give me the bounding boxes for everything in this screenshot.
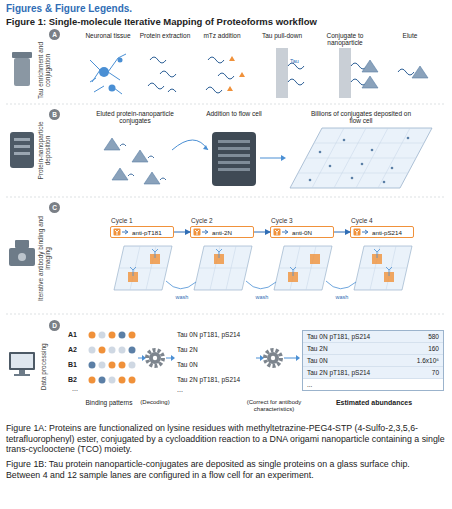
- caption-paragraph: Figure 1B: Tau protein nanoparticle-conj…: [6, 459, 446, 480]
- antibody-name: anti-2N: [212, 229, 232, 236]
- antibody-cycle-box: Cycle 3anti-0N: [270, 226, 334, 238]
- text-label: Addition to flow cell: [196, 110, 272, 117]
- table-value: 160: [413, 343, 443, 355]
- cycle-heading: Cycle 4: [351, 217, 373, 224]
- table-cell: Tau 2N pT181, pS214: [303, 367, 413, 379]
- abundance-table: Tau 0N pT181, pS214580Tau 2N160Tau 0N1.6…: [302, 330, 444, 391]
- panel-letter-circle: A: [49, 29, 60, 40]
- text-label: Estimated abundances: [318, 399, 430, 407]
- antibody-icon: [273, 228, 290, 236]
- text-label: Elute: [382, 32, 438, 39]
- text-label: ...: [72, 385, 86, 393]
- cycle-heading: Cycle 3: [271, 217, 293, 224]
- text-label: Protein extraction: [137, 32, 193, 39]
- cycle-heading: Cycle 1: [111, 217, 133, 224]
- panel-letter-circle: D: [49, 320, 60, 331]
- table-cell: Tau 2N: [303, 343, 413, 355]
- antibody-icon: [193, 228, 210, 236]
- antibody-name: anti-pT181: [132, 229, 162, 236]
- panel-letter: D: [52, 322, 57, 329]
- table-value: 70: [413, 367, 443, 379]
- panel-side-label: Protein-nanoparticle deposition: [37, 110, 52, 190]
- text-label: A2: [68, 346, 86, 354]
- antibody-cycle-box: Cycle 1anti-pT181: [110, 226, 174, 238]
- text-label: (Correct for antibody characteristics): [244, 399, 304, 413]
- antibody-name: anti-0N: [292, 229, 312, 236]
- text-label: Neuronal tissue: [80, 32, 136, 39]
- text-label: Tau: [290, 58, 310, 64]
- text-label: Tau 0N pT181, pS214: [177, 331, 257, 338]
- panel-side-label: Data processing: [40, 331, 47, 401]
- text-label: Conjugate to nanoparticle: [317, 32, 373, 47]
- cycle-heading: Cycle 2: [191, 217, 213, 224]
- table-cell: ...: [303, 379, 443, 390]
- antibody-cycle-box: Cycle 2anti-2N: [190, 226, 254, 238]
- antibody-name: anti-pS214: [372, 229, 402, 236]
- panel-side-label: Iterative antibody binding and imaging: [37, 212, 52, 304]
- cycle-arrow: [254, 232, 270, 233]
- text-label: A1: [68, 331, 86, 339]
- text-label: Figures & Figure Legends.: [6, 3, 306, 15]
- text-label: Tau 2N: [177, 346, 257, 353]
- text-label: wash: [250, 294, 274, 300]
- text-label: wash: [330, 294, 354, 300]
- antibody-cycle-box: Cycle 4anti-pS214: [350, 226, 414, 238]
- text-label: Tau 2N pT181, pS214: [177, 376, 257, 383]
- text-label: Tau pull-down: [254, 32, 310, 39]
- text-label: Eluted protein-nanoparticle conjugates: [90, 110, 180, 125]
- text-label: B1: [68, 361, 86, 369]
- text-label: B2: [68, 376, 86, 384]
- text-label: ...: [177, 386, 207, 394]
- text-label: Tau 0N: [177, 361, 257, 368]
- panel-letter: A: [52, 31, 57, 38]
- panel-letter-circle: C: [49, 202, 60, 213]
- figure-title: Figure 1: Single-molecule Iterative Mapp…: [6, 16, 446, 27]
- text-label: Billions of conjugates deposited on flow…: [306, 110, 416, 125]
- antibody-icon: [113, 228, 130, 236]
- text-label: Binding patterns: [74, 399, 144, 406]
- antibody-icon: [353, 228, 370, 236]
- panel-letter: C: [52, 204, 57, 211]
- table-value: 580: [413, 331, 443, 343]
- table-cell: Tau 0N pT181, pS214: [303, 331, 413, 343]
- text-label: wash: [170, 294, 194, 300]
- panel-side-label: Tau enrichment and conjugation: [37, 32, 52, 108]
- panel-letter: B: [52, 111, 57, 118]
- text-label: (Decoding): [130, 399, 180, 406]
- cycle-arrow: [174, 232, 190, 233]
- table-cell: Tau 0N: [303, 355, 413, 367]
- table-value: 1.6x10⁶: [413, 355, 443, 367]
- cycle-arrow: [334, 232, 350, 233]
- figure-caption: Figure 1A: Proteins are functionalized o…: [6, 423, 446, 455]
- text-label: mTz addition: [194, 32, 250, 39]
- panel-letter-circle: B: [49, 109, 60, 120]
